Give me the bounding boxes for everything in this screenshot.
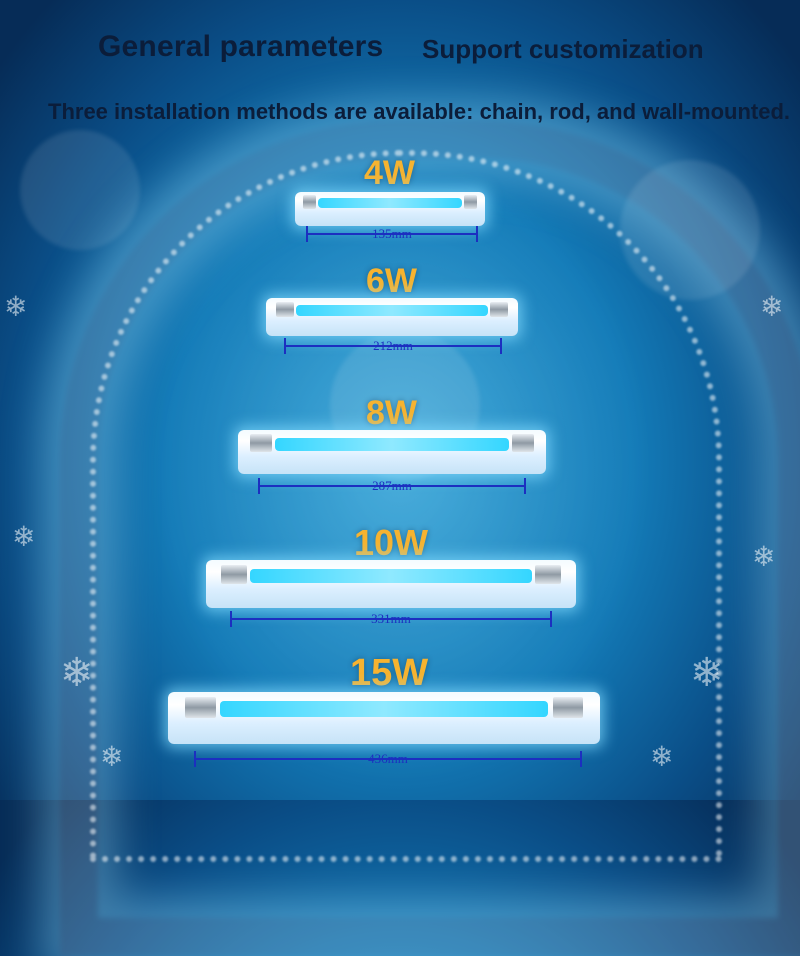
lamp-power-label: 10W [354,522,429,563]
page-title: General parameters [98,30,384,63]
length-dimension: 287mm [258,478,526,494]
snowflake-icon: ❄ [760,291,784,322]
lamp-tube [295,192,485,226]
header: General parameters Support customization [0,30,800,70]
lamp-tube [238,430,546,474]
installation-note: Three installation methods are available… [48,99,791,124]
length-label: 287mm [372,478,412,493]
lamp-power-label: 4W [364,154,415,192]
snowflake-icon: ❄ [100,741,124,772]
lamp-tube [168,692,600,744]
snowflake-icon: ❄ [12,521,36,552]
snowflake-icon: ❄ [60,651,94,695]
lamp-power-label: 6W [366,262,417,300]
length-dimension: 331mm [230,611,552,627]
lamp-power-label: 8W [366,394,417,432]
lamp-tube [266,298,518,336]
bokeh-light [20,130,140,250]
snowflake-icon: ❄ [4,291,28,322]
lamp-power-label: 15W [350,652,429,694]
snowflake-icon: ❄ [690,651,724,695]
snowflake-icon: ❄ [650,741,674,772]
page-subtitle: Support customization [422,34,704,64]
length-dimension: 135mm [306,226,478,242]
lamp-tube [206,560,576,608]
length-dimension: 436mm [194,751,582,767]
length-dimension: 212mm [284,338,502,354]
length-label: 135mm [372,226,412,241]
length-label: 436mm [368,751,408,766]
length-label: 331mm [371,611,411,626]
snowflake-icon: ❄ [752,541,776,572]
length-label: 212mm [373,338,413,353]
